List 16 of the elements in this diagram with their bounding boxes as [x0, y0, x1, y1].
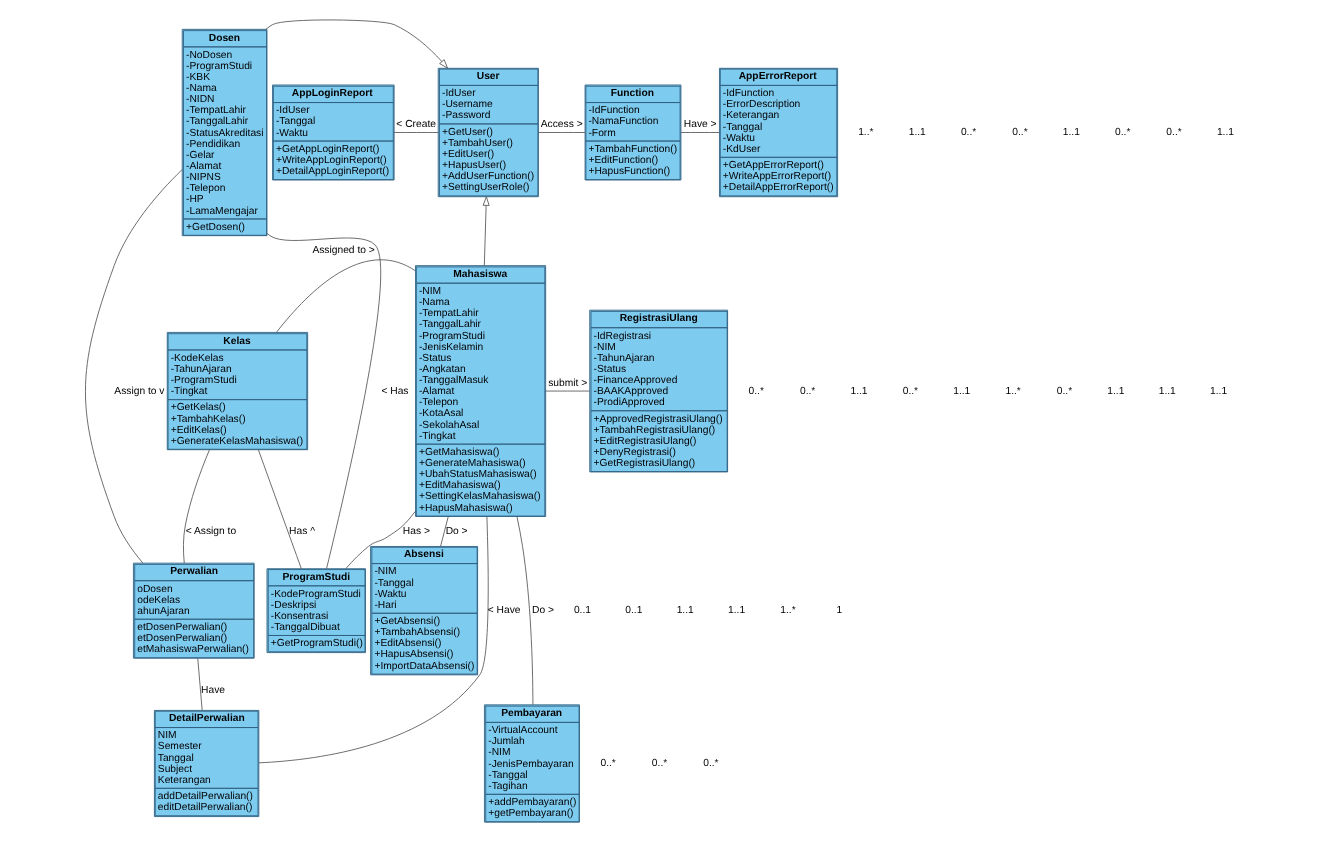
- connector: [392, 132, 438, 133]
- arrow: [264, 19, 447, 69]
- connector: [182, 449, 209, 564]
- connector: [265, 233, 381, 569]
- connector: [256, 449, 301, 570]
- connector: [544, 390, 589, 392]
- connector: [275, 259, 415, 333]
- connector: [84, 169, 182, 564]
- connector: [679, 132, 719, 133]
- connector: [196, 658, 202, 711]
- arrow: [481, 196, 489, 266]
- connector: [257, 516, 488, 764]
- connector: [537, 132, 585, 133]
- connector: [439, 516, 448, 547]
- connector: [344, 510, 415, 569]
- connector: [515, 516, 533, 706]
